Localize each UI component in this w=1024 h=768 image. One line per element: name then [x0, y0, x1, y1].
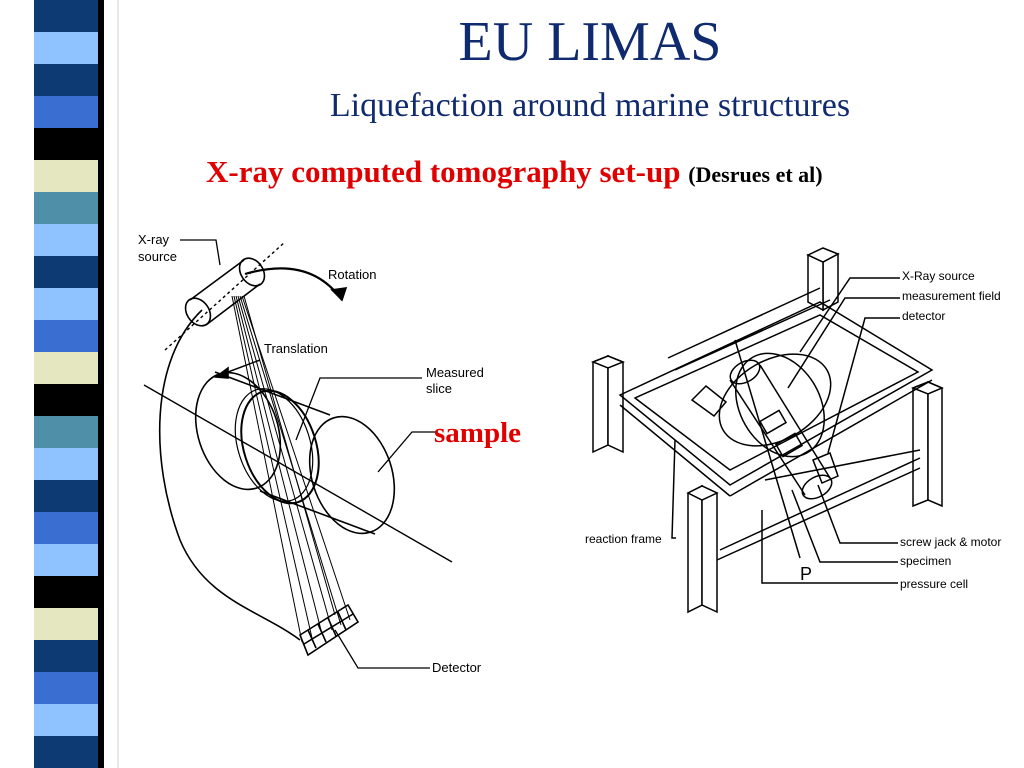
stripe-block: [34, 352, 98, 385]
label-measured-slice-2: slice: [426, 381, 452, 396]
detector-array: [299, 603, 360, 657]
label-p: P: [800, 564, 812, 584]
xray-fan-beam: [231, 295, 351, 643]
stripe-block: [34, 704, 98, 737]
detector: [812, 452, 839, 484]
apparatus-diagram: X-Ray source measurement field detector …: [585, 247, 1001, 614]
frame-leg: [806, 247, 840, 312]
stripe-block: [34, 160, 98, 193]
stripe-block: [34, 448, 98, 481]
frame-leg: [590, 354, 626, 454]
specimen: [729, 359, 833, 500]
stripe-block: [34, 128, 98, 161]
stripe-block: [34, 224, 98, 257]
label-reaction-frame: reaction frame: [585, 532, 662, 546]
label-xray-source: X-Ray source: [902, 269, 975, 283]
slide-title: EU LIMAS: [458, 11, 722, 73]
label-specimen: specimen: [900, 554, 951, 568]
citation: (Desrues et al): [688, 162, 823, 187]
stripe-block: [34, 0, 98, 33]
sample-cylinder: [194, 371, 396, 535]
stripe-block: [34, 480, 98, 513]
label-measured-slice-1: Measured: [426, 365, 484, 380]
label-measurement-field: measurement field: [902, 289, 1001, 303]
stripe-block: [34, 640, 98, 673]
label-xray-source-2: source: [138, 249, 177, 264]
label-translation: Translation: [264, 341, 328, 356]
stripe-block: [34, 736, 98, 768]
label-pressure-cell: pressure cell: [900, 577, 968, 591]
stripe-block: [34, 608, 98, 641]
xray-source: [690, 384, 728, 418]
frame-leg: [910, 380, 944, 508]
sample-label: sample: [434, 417, 521, 449]
xray-source-tube: [184, 257, 266, 327]
label-screw-jack: screw jack & motor: [900, 535, 1001, 549]
label-detector-right: detector: [902, 309, 945, 323]
label-xray-source-1: X-ray: [138, 232, 170, 247]
stripe-shadow: [98, 0, 104, 768]
heading-text: X-ray computed tomography set-up: [206, 154, 681, 189]
stripe-block: [34, 576, 98, 609]
frame-leg: [686, 484, 719, 614]
stripe-block: [34, 288, 98, 321]
stripe-block: [34, 512, 98, 545]
slide-subtitle: Liquefaction around marine structures: [329, 87, 851, 124]
stripe-block: [34, 32, 98, 65]
section-heading: X-ray computed tomography set-up (Desrue…: [206, 152, 1006, 195]
stripe-block: [34, 320, 98, 353]
stripe-block: [34, 256, 98, 289]
decorative-stripe: [0, 0, 120, 768]
stripe-block: [34, 64, 98, 97]
stripe-block: [34, 416, 98, 449]
label-rotation: Rotation: [328, 267, 376, 282]
stripe-block: [34, 672, 98, 705]
stripe-block: [34, 384, 98, 417]
stripe-block: [34, 192, 98, 225]
stripe-block: [34, 544, 98, 577]
label-detector: Detector: [432, 660, 482, 675]
ct-principle-diagram: X-ray source Rotation Translation Measur…: [138, 232, 484, 675]
stripe-block: [34, 96, 98, 129]
